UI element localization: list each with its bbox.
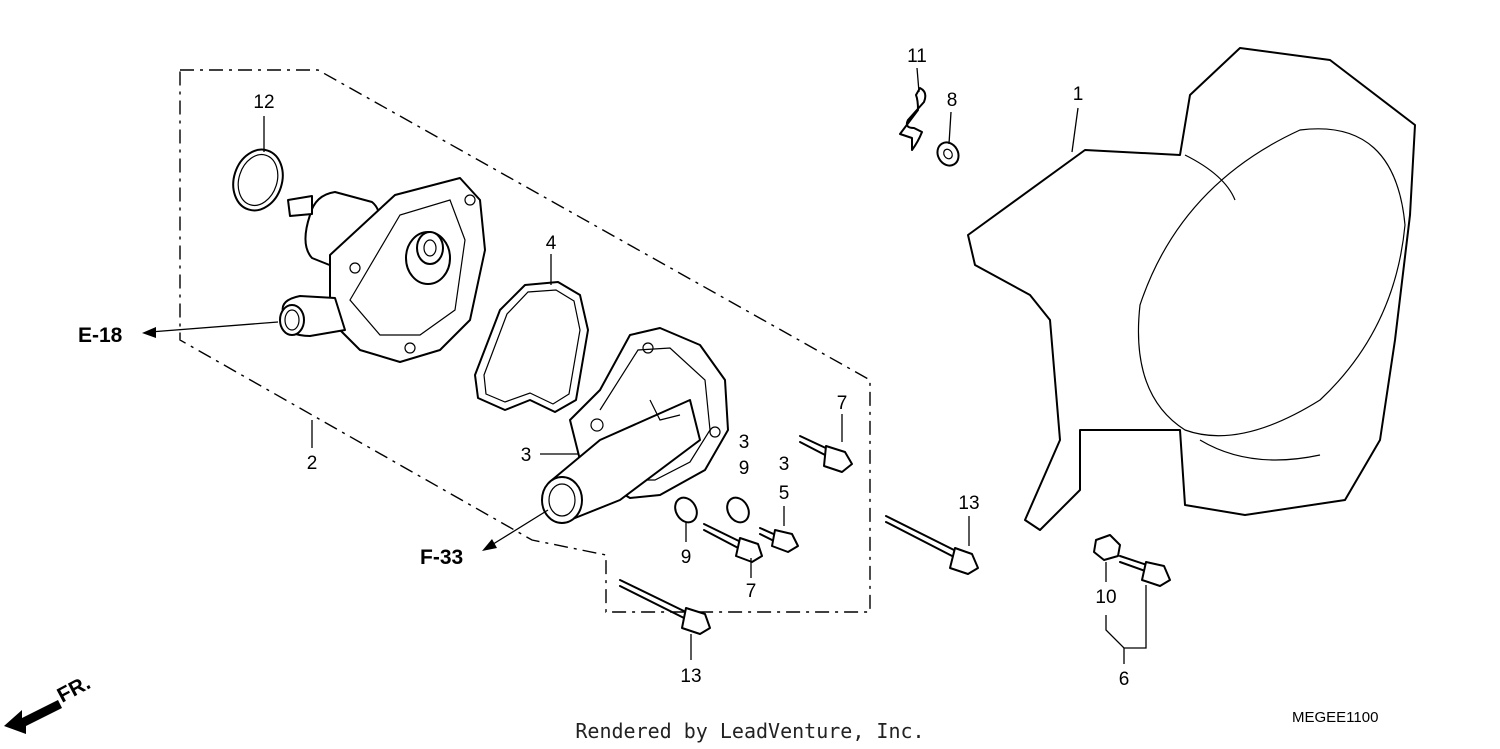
water-pump-body <box>279 177 486 363</box>
callout-9: 9 <box>681 547 692 568</box>
callout-11: 11 <box>907 46 927 67</box>
callout-4: 4 <box>546 233 557 254</box>
callout-5: 5 <box>779 483 790 504</box>
washer <box>726 496 750 524</box>
long-flange-bolt <box>619 579 711 635</box>
callout-10: 10 <box>1095 587 1116 608</box>
bolt-set <box>1119 555 1171 587</box>
front-direction-arrow: FR. <box>4 671 94 734</box>
gasket <box>474 281 589 413</box>
callout-6: 6 <box>1119 669 1130 690</box>
direction-label: FR. <box>54 671 95 707</box>
flange-bolt <box>703 523 763 563</box>
callout-7: 7 <box>746 581 757 602</box>
callout-7: 7 <box>837 393 848 414</box>
assembly-group-outline <box>179 69 871 613</box>
reference-f-33: F-33 <box>420 546 463 569</box>
callout-3: 3 <box>779 454 790 475</box>
callout-13: 13 <box>680 666 701 687</box>
engine-side-cover <box>967 47 1416 531</box>
long-flange-bolt <box>885 515 979 575</box>
reference-e-18: E-18 <box>78 324 123 347</box>
callout-2: 2 <box>307 453 318 474</box>
flange-bolt <box>799 435 853 473</box>
render-credit: Rendered by LeadVenture, Inc. <box>575 719 924 743</box>
callout-9: 9 <box>739 458 750 479</box>
leader-lines <box>142 67 1147 664</box>
callout-3: 3 <box>521 445 532 466</box>
o-ring <box>232 148 284 212</box>
washer <box>936 141 960 167</box>
bolt <box>759 527 799 553</box>
callout-1: 1 <box>1073 84 1084 105</box>
callout-8: 8 <box>947 90 958 111</box>
collar <box>1093 534 1121 561</box>
hose-clip <box>899 87 927 151</box>
washer <box>674 496 698 524</box>
callout-13: 13 <box>958 493 979 514</box>
water-pump-cover <box>541 327 729 524</box>
callout-3: 3 <box>739 432 750 453</box>
diagram-code: MEGEE1100 <box>1292 709 1378 726</box>
callout-12: 12 <box>253 92 274 113</box>
